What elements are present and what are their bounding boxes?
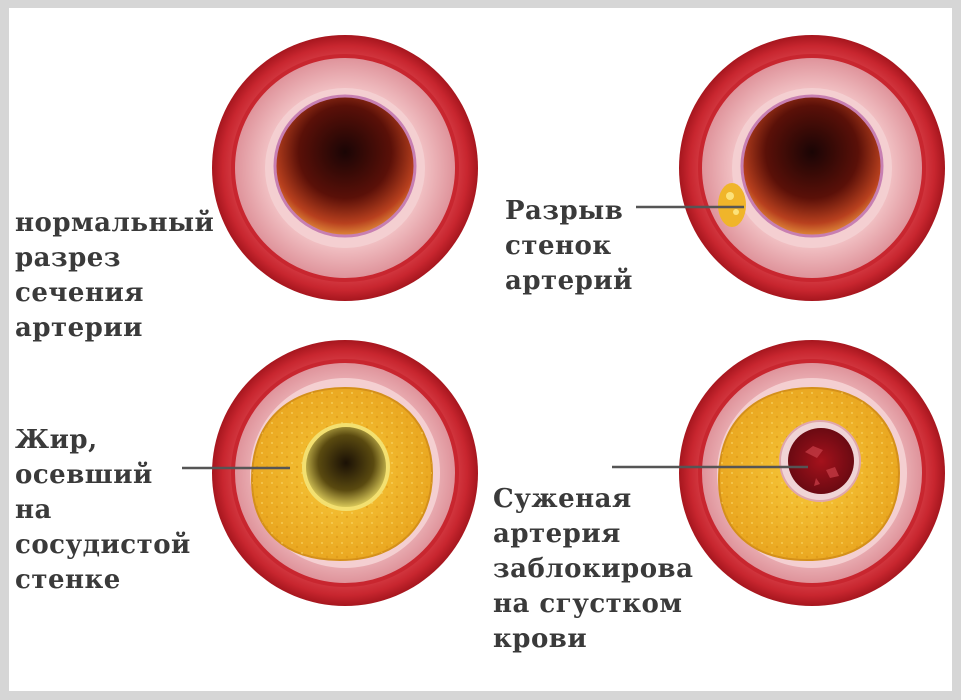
caption-line: разрез xyxy=(15,241,214,276)
caption-line: артерии xyxy=(15,311,214,346)
caption-line: заблокирова xyxy=(493,552,693,587)
caption-line: на сгустком xyxy=(493,587,693,622)
caption-line: артерия xyxy=(493,517,693,552)
caption-line: артерий xyxy=(505,264,633,299)
caption-line: стенке xyxy=(15,563,191,598)
artery-rupture xyxy=(636,35,945,301)
diagram-frame: нормальный разрез сечения артерии Разрыв… xyxy=(9,8,952,691)
blood-clot xyxy=(788,428,854,494)
caption-line: Разрыв xyxy=(505,194,633,229)
artery-fat xyxy=(182,340,478,606)
caption-normal: нормальный разрез сечения артерии xyxy=(15,206,214,346)
caption-line: сосудистой xyxy=(15,528,191,563)
caption-fat: Жир, осевший на сосудистой стенке xyxy=(15,423,191,598)
rupture-spot xyxy=(718,183,746,227)
caption-rupture: Разрыв стенок артерий xyxy=(505,194,633,299)
caption-line: осевший xyxy=(15,458,191,493)
caption-line: нормальный xyxy=(15,206,214,241)
caption-line: сечения xyxy=(15,276,214,311)
caption-line: стенок xyxy=(505,229,633,264)
caption-blocked: Суженая артерия заблокирова на сгустком … xyxy=(493,482,693,657)
caption-line: Жир, xyxy=(15,423,191,458)
artery-normal xyxy=(212,35,478,301)
caption-line: Суженая xyxy=(493,482,693,517)
caption-line: на xyxy=(15,493,191,528)
caption-line: крови xyxy=(493,622,693,657)
